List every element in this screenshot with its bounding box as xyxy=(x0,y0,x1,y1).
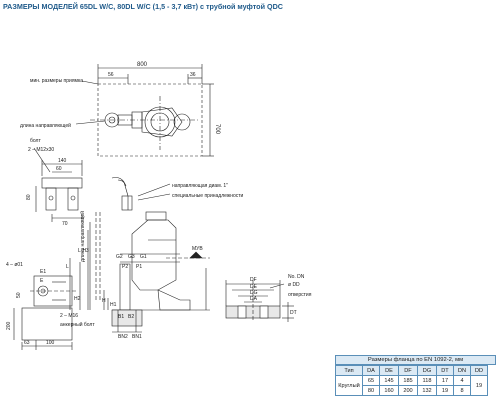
table-cell: 118 xyxy=(417,375,437,386)
label-g3: G3 xyxy=(128,254,135,260)
dim-60: 60 xyxy=(56,166,62,172)
dim-63: 63 xyxy=(24,340,30,346)
accessories-label: специальные принадлежности xyxy=(172,193,244,199)
label-g1: G1 xyxy=(140,254,147,260)
label-g2: G2 xyxy=(116,254,123,260)
dim-36: 36 xyxy=(190,72,196,78)
table-row: 80 160 200 132 19 8 xyxy=(336,385,488,396)
guide-length-label: длина направляющей xyxy=(20,122,71,129)
hole-spec: 4 – ø01 xyxy=(6,262,23,268)
table-cell: 200 xyxy=(398,385,418,396)
dim-100: 100 xyxy=(46,340,55,346)
table-header: DN xyxy=(453,365,471,376)
table-cell: 65 xyxy=(362,375,380,386)
pump-top-circle xyxy=(144,106,176,138)
flange-dd: ø DD xyxy=(288,282,300,288)
label-h2: H2 xyxy=(74,296,81,302)
label-h: H xyxy=(102,298,106,304)
label-bn2: BN2 xyxy=(118,334,128,340)
bolt-spec: 2 – M12x30 xyxy=(28,147,54,153)
label-p1: P1 xyxy=(136,264,142,270)
table-header: DT xyxy=(436,365,454,376)
flange-dg: DG xyxy=(250,290,258,296)
flange-df: DF xyxy=(250,277,257,283)
flange-de: DE xyxy=(250,284,258,290)
pump-body xyxy=(131,219,177,291)
dim-50: 50 xyxy=(16,292,22,298)
dim-70: 70 xyxy=(62,221,68,227)
dim-e: E xyxy=(40,278,44,284)
table-header: DE xyxy=(379,365,399,376)
table-cell: 145 xyxy=(379,375,399,386)
flange-table: Тип DA DE DF DG DT DN DD Круглый 65 145 … xyxy=(335,365,488,396)
label-b1: B1 xyxy=(118,314,124,320)
table-header: Тип xyxy=(335,365,363,376)
dim-700: 700 xyxy=(214,124,220,135)
table-cell-dd: 19 xyxy=(470,375,488,396)
table-header: DF xyxy=(398,365,418,376)
dim-200: 200 xyxy=(6,321,12,330)
label-b2: B2 xyxy=(128,314,134,320)
table-row: Круглый 65 145 185 118 17 4 19 xyxy=(335,375,488,396)
label-h1: H1 xyxy=(110,302,117,308)
anchor-spec: 2 – M16 xyxy=(60,313,78,319)
mwl-label: МУВ xyxy=(192,246,203,252)
bolt-label: болт xyxy=(30,138,41,144)
table-cell: 8 xyxy=(453,385,471,396)
label-bn1: BN1 xyxy=(132,334,142,340)
table-cell: 17 xyxy=(436,375,454,386)
type-cell: Круглый xyxy=(335,375,363,396)
dim-800: 800 xyxy=(137,62,148,68)
table-cell: 4 xyxy=(453,375,471,386)
table-cell: 132 xyxy=(417,385,437,396)
table-header: DG xyxy=(417,365,437,376)
guide-vertical-label: длина направляющей xyxy=(79,211,86,262)
dim-80: 80 xyxy=(26,194,32,200)
table-header: DA xyxy=(362,365,380,376)
table-cell: 19 xyxy=(436,385,454,396)
table-cell: 185 xyxy=(398,375,418,386)
table-caption: Размеры фланца по EN 1092-2, мм xyxy=(335,355,496,365)
table-cell: 160 xyxy=(379,385,399,396)
page-title: РАЗМЕРЫ МОДЕЛЕЙ 65DL W/C, 80DL W/C (1,5 … xyxy=(3,2,283,11)
table-header: DD xyxy=(470,365,488,376)
dim-e1: E1 xyxy=(40,269,46,275)
flange-dn: No. DN xyxy=(288,274,305,280)
label-p2: P2 xyxy=(122,264,128,270)
anchor-label: анкерный болт xyxy=(60,321,95,328)
flange-holes: отверстия xyxy=(288,292,312,298)
label-l-h3: L-H3 xyxy=(78,248,89,254)
dim-140: 140 xyxy=(58,158,67,164)
dim-56: 56 xyxy=(108,72,114,78)
min-pit-size-label: мин. размеры приямка xyxy=(30,78,83,84)
flange-da: DA xyxy=(250,296,258,302)
table-cell: 80 xyxy=(362,385,380,396)
label-l: L xyxy=(66,264,69,270)
flange-dt: DT xyxy=(290,310,297,316)
guide-pipe-label: направляющая диам. 1" xyxy=(172,183,228,189)
